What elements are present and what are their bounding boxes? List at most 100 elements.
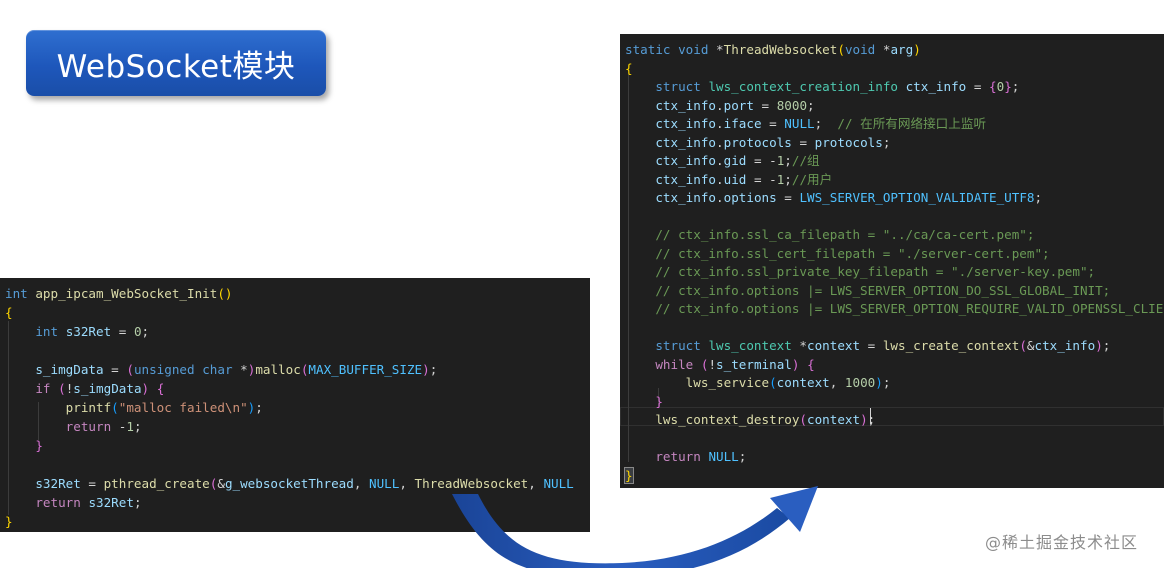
code-token: = - (746, 153, 777, 168)
code-token: ) (247, 362, 256, 377)
code-token: . (716, 190, 724, 205)
code-line: lws_context_destroy(context); (625, 411, 875, 429)
code-token: } (624, 466, 634, 484)
code-token: ; (255, 400, 263, 415)
code-token: * (708, 42, 724, 57)
code-token: // ctx_info.ssl_ca_filepath = "../ca/ca-… (655, 227, 1035, 242)
code-token: & (217, 476, 225, 491)
code-token: ( (209, 476, 218, 491)
code-line: lws_service(context, 1000); (625, 374, 891, 392)
code-token: { (989, 79, 997, 94)
code-line: // ctx_info.ssl_cert_filepath = "./serve… (625, 245, 1049, 263)
code-token: ( (769, 375, 777, 390)
code-token: NULL (784, 116, 815, 131)
code-line: { (625, 60, 633, 78)
code-token: ( (111, 400, 119, 415)
code-token: , (829, 375, 845, 390)
code-token: void (844, 42, 876, 57)
code-line: ctx_info.port = 8000; (625, 97, 814, 115)
code-token: // ctx_info.options |= LWS_SERVER_OPTION… (655, 282, 1111, 298)
code-line: struct lws_context_creation_info ctx_inf… (625, 78, 1019, 96)
code-token: ; (784, 153, 792, 168)
code-token: // 在所有网络接口上监听 (837, 116, 987, 131)
code-token: protocols (814, 134, 883, 150)
code-line: return -1; (5, 418, 142, 436)
watermark: @稀土掘金技术社区 (985, 533, 1139, 552)
code-token: = (111, 324, 134, 339)
code-token: 0 (133, 324, 142, 339)
code-token: 1 (126, 419, 134, 434)
code-token: . (716, 97, 724, 113)
code-token: return (655, 449, 701, 464)
code-token: = (761, 116, 785, 131)
code-token: ThreadWebsocket (414, 476, 529, 491)
code-line: } (624, 466, 634, 485)
code-token: s_imgData (73, 381, 142, 396)
code-token: - (111, 419, 127, 434)
code-token: context (807, 338, 861, 353)
code-token: s32Ret (65, 324, 112, 339)
code-token: ; (814, 116, 838, 131)
code-token: 8000 (776, 97, 808, 113)
code-line: // ctx_info.ssl_ca_filepath = "../ca/ca-… (625, 226, 1034, 244)
code-token: () (217, 286, 233, 301)
code-token: = (103, 362, 127, 377)
code-token: ! (708, 356, 717, 372)
text-cursor (870, 408, 871, 424)
code-token: struct (655, 338, 701, 353)
code-token: = (753, 97, 777, 113)
code-token: ctx_info (905, 79, 967, 94)
code-line: if (!s_imgData) { (5, 380, 164, 398)
code-token: MAX_BUFFER_SIZE (308, 362, 423, 377)
code-token: 0 (996, 79, 1005, 94)
code-token: ) (913, 42, 921, 57)
code-token: 1 (776, 153, 785, 168)
code-token: ( (58, 381, 66, 396)
code-token: ctx_info (655, 190, 717, 205)
code-token: ; (133, 419, 142, 434)
code-token: ) (791, 356, 800, 372)
code-editor-websocket-init[interactable]: int app_ipcam_WebSocket_Init() { int s32R… (0, 278, 590, 532)
code-token: ( (837, 42, 845, 57)
code-token: 1000 (844, 375, 876, 390)
code-line: } (625, 393, 663, 411)
code-token: NULL (543, 476, 574, 491)
code-token: ; (867, 412, 876, 427)
code-token: if (35, 381, 51, 396)
code-token: port (723, 97, 754, 113)
code-token: ! (65, 381, 74, 396)
code-token: s32Ret (88, 495, 134, 510)
code-token: , (353, 476, 370, 491)
code-line: // ctx_info.ssl_private_key_filepath = "… (625, 263, 1095, 281)
code-token: ; (882, 375, 891, 390)
code-token: struct (655, 79, 701, 94)
code-token: . (716, 171, 724, 187)
code-line: int app_ipcam_WebSocket_Init() (5, 285, 233, 303)
code-line: while (!s_terminal) { (625, 356, 814, 374)
code-token: ( (799, 412, 807, 427)
code-token: ( (126, 362, 134, 377)
code-token: ; (1034, 190, 1043, 205)
code-token: s_terminal (716, 356, 792, 372)
code-token: g_websocketThread (224, 476, 354, 491)
code-token: { (5, 305, 13, 320)
code-token: ) (422, 362, 430, 377)
code-token: return (35, 495, 81, 510)
code-editor-thread-websocket[interactable]: static void *ThreadWebsocket(void *arg){… (620, 34, 1164, 488)
code-token: int (5, 286, 28, 301)
code-token: s32Ret (35, 476, 81, 491)
code-token: context (776, 375, 830, 390)
indent-guide (658, 388, 659, 406)
code-token: lws_context (708, 338, 792, 353)
indent-guide (628, 74, 629, 462)
code-token: * (232, 362, 248, 377)
code-token: ; (141, 324, 150, 339)
code-token: ; (738, 449, 747, 464)
code-token: malloc (255, 362, 301, 377)
code-token: = (791, 134, 815, 150)
code-line: ctx_info.protocols = protocols; (625, 134, 890, 152)
code-token: ) (860, 412, 868, 427)
slide-title-box: WebSocket模块 (26, 30, 326, 96)
code-token: . (716, 134, 724, 150)
code-line: s32Ret = pthread_create(&g_websocketThre… (5, 475, 574, 493)
